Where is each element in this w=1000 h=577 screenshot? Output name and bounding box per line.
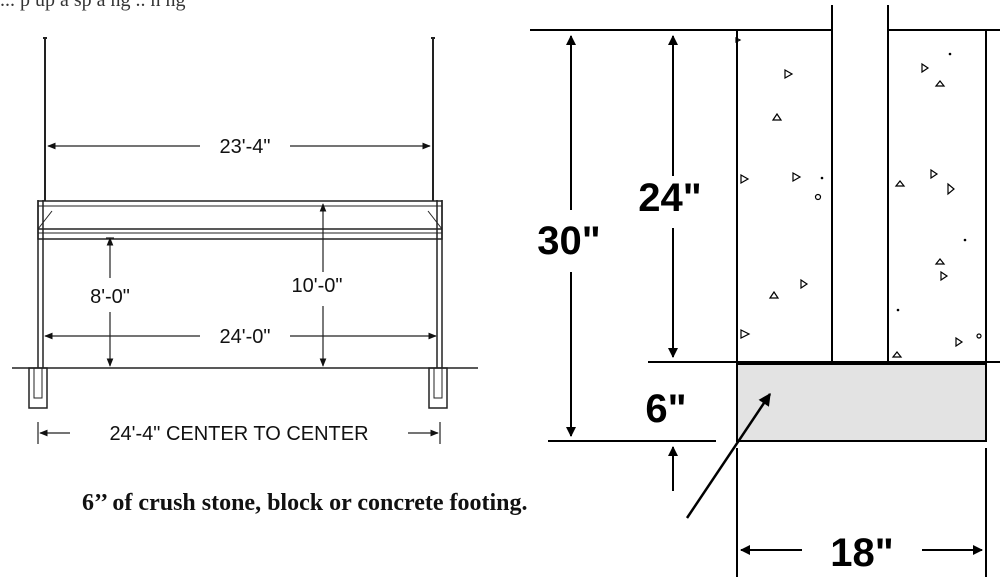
footing-depth-label: 6"	[645, 387, 686, 431]
footing-section	[530, 5, 1000, 577]
clear-height-dimension	[106, 237, 114, 367]
post-pipe	[831, 5, 889, 362]
note-leader-arrow	[685, 392, 772, 519]
embed-depth-label: 24"	[638, 176, 701, 220]
center-to-center-label: 24'-4" CENTER TO CENTER	[109, 423, 368, 445]
concrete-column	[648, 30, 1000, 363]
top-beam	[37, 200, 443, 240]
right-post	[428, 200, 448, 409]
concrete-aggregate	[735, 37, 982, 358]
center-to-center-dimension	[37, 422, 441, 444]
footing-block	[736, 363, 987, 442]
total-height-label: 10'-0"	[292, 275, 343, 297]
width-label: 18"	[830, 531, 893, 575]
concrete-dots	[820, 52, 967, 312]
total-depth-label: 30"	[537, 219, 600, 263]
footing-note: 6’’ of crush stone, block or concrete fo…	[82, 490, 528, 516]
clear-height-label: 8'-0"	[90, 286, 130, 308]
frame-elevation	[12, 37, 478, 444]
width-dimension	[736, 448, 987, 577]
top-span-label: 23'-4"	[220, 136, 271, 158]
cropped-header-text: ... p up a sp a ng .. n ng	[0, 0, 186, 11]
upright-rods	[43, 37, 435, 201]
base-span-label: 24'-0"	[220, 326, 271, 348]
